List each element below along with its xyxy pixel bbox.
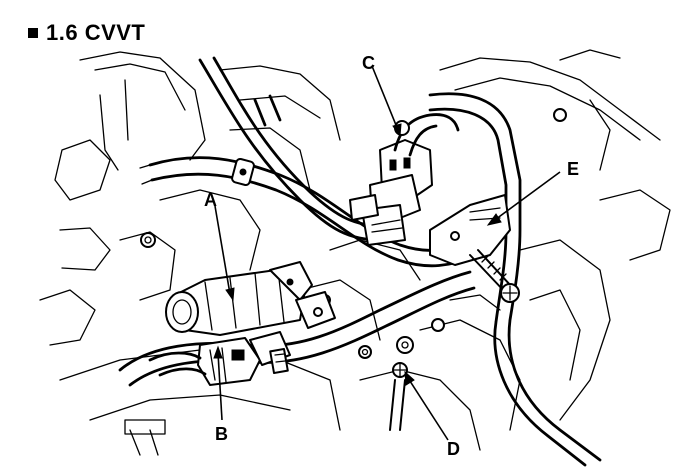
callout-label-e: E (567, 159, 579, 179)
callout-label-a: A (204, 190, 217, 210)
oil-control-valve (165, 261, 336, 336)
valve-connector (118, 270, 476, 387)
callout-label-d: D (447, 439, 460, 459)
callout-label-c: C (362, 53, 375, 73)
sensor-connector (349, 113, 460, 246)
mounting-bracket (429, 194, 520, 303)
mounting-bolt (389, 336, 414, 431)
square-bullet-icon (28, 28, 38, 38)
breather-tube (198, 56, 386, 242)
return-pipe (428, 92, 602, 467)
diagram-title: 1.6 CVVT (46, 20, 146, 45)
diagram-heading: 1.6 CVVT (28, 22, 145, 44)
callout-leaders (213, 65, 561, 441)
callout-label-b: B (215, 424, 228, 444)
engine-background-outlines (39, 49, 671, 456)
